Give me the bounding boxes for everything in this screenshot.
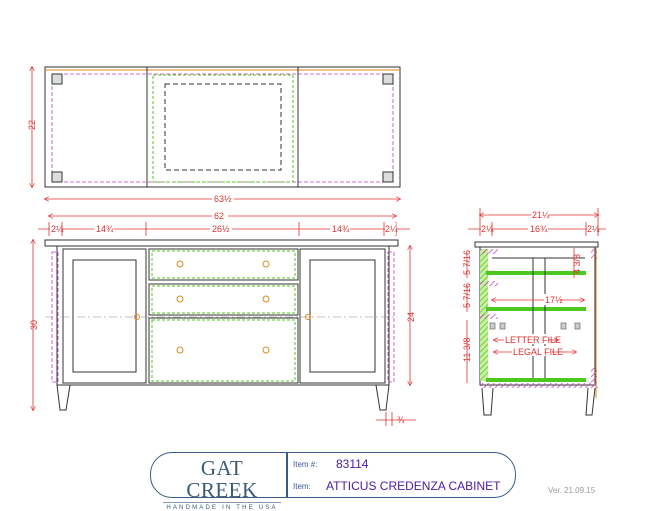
overall-width-dim: 63½ [214, 194, 232, 204]
side-seg-3: 2¼ [587, 224, 600, 234]
title-block: GAT CREEK HANDMADE IN THE USA Item #: 83… [150, 452, 516, 511]
side-seg-2: 16¾ [530, 224, 548, 234]
leg-taper-dim: ¾ [397, 415, 405, 425]
seg-dim-1: 2¼ [51, 224, 64, 234]
item-name: ATTICUS CREDENZA CABINET [326, 479, 501, 493]
inner-width-dim: 17½ [545, 295, 563, 305]
letter-file-label: LETTER FILE [505, 335, 561, 345]
seg-dim-3: 26½ [212, 224, 230, 234]
side-view: 21¼ 2¼ 16¾ 2¼ 5 7/16 5 7/16 11 3/8 4 3/8… [462, 208, 606, 416]
seg-dim-2: 14¾ [96, 224, 114, 234]
seg-dim-5: 2¼ [385, 224, 398, 234]
version-label: Ver. 21.09.15 [548, 486, 596, 495]
body-height-dim: 24 [406, 312, 416, 322]
front-width-dim: 62 [214, 211, 224, 221]
front-height-dim: 30 [29, 320, 39, 330]
drawer-height-1: 5 7/16 [462, 250, 472, 275]
side-depth-dim: 21¼ [532, 210, 550, 220]
item-name-label: Item: [293, 482, 311, 491]
legal-file-label: LEGAL FILE [513, 347, 563, 357]
brand-name: GAT CREEK [186, 456, 258, 502]
drawer-height-2: 5 7/16 [462, 283, 472, 308]
front-dimensions: 62 2¼ 14¾ 26½ 14¾ 2¼ [38, 210, 410, 236]
front-view: 30 24 ¾ [29, 240, 416, 426]
side-seg-1: 2¼ [481, 224, 494, 234]
seg-dim-4: 14¾ [332, 224, 350, 234]
top-gap-dim: 4 3/8 [572, 254, 582, 274]
top-depth-dim: 22 [27, 120, 37, 130]
item-number-label: Item #: [293, 460, 318, 469]
top-view: 22 63½ [27, 67, 400, 204]
gat-creek-logo: GAT CREEK HANDMADE IN THE USA [163, 457, 281, 511]
drawer-height-3: 11 3/8 [462, 338, 472, 362]
item-number: 83114 [336, 457, 369, 471]
title-divider [286, 453, 288, 497]
